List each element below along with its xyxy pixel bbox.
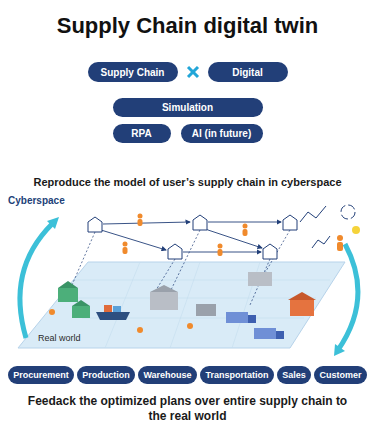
pill-text: Customer bbox=[319, 370, 361, 380]
process-pill: AI (in future) bbox=[181, 124, 263, 143]
process-pill: Warehouse bbox=[138, 366, 197, 384]
pill-text: Production bbox=[82, 370, 130, 380]
process-pill: Procurement bbox=[8, 366, 74, 384]
process-pill: Transportation bbox=[200, 366, 274, 384]
title-heading: Supply Chain digital twin bbox=[0, 13, 375, 39]
process-pill: RPA bbox=[113, 124, 171, 143]
pill-text: Warehouse bbox=[143, 370, 191, 380]
pill-text: Digital bbox=[232, 67, 263, 78]
process-pill: Sales bbox=[277, 366, 311, 384]
process-pill: Simulation bbox=[113, 98, 263, 117]
process-pill: Production bbox=[77, 366, 135, 384]
cross-symbol bbox=[186, 65, 200, 79]
pill-text: Supply Chain bbox=[101, 67, 165, 78]
region-label: Cyberspace bbox=[8, 195, 65, 206]
pill-text: AI (in future) bbox=[192, 128, 251, 139]
process-pill: Supply Chain bbox=[88, 62, 178, 82]
pill-text: Sales bbox=[282, 370, 306, 380]
pill-text: Simulation bbox=[162, 102, 213, 113]
pill-text: Procurement bbox=[13, 370, 69, 380]
region-label: Real world bbox=[36, 333, 83, 343]
process-pill: Digital bbox=[208, 62, 288, 82]
pill-text: Transportation bbox=[205, 370, 268, 380]
intro-text: Reproduce the model of user’s supply cha… bbox=[0, 176, 375, 188]
pill-text: RPA bbox=[131, 128, 151, 139]
process-pill: Customer bbox=[314, 366, 367, 384]
caption-text: Feedack the optimized plans over entire … bbox=[25, 394, 350, 424]
